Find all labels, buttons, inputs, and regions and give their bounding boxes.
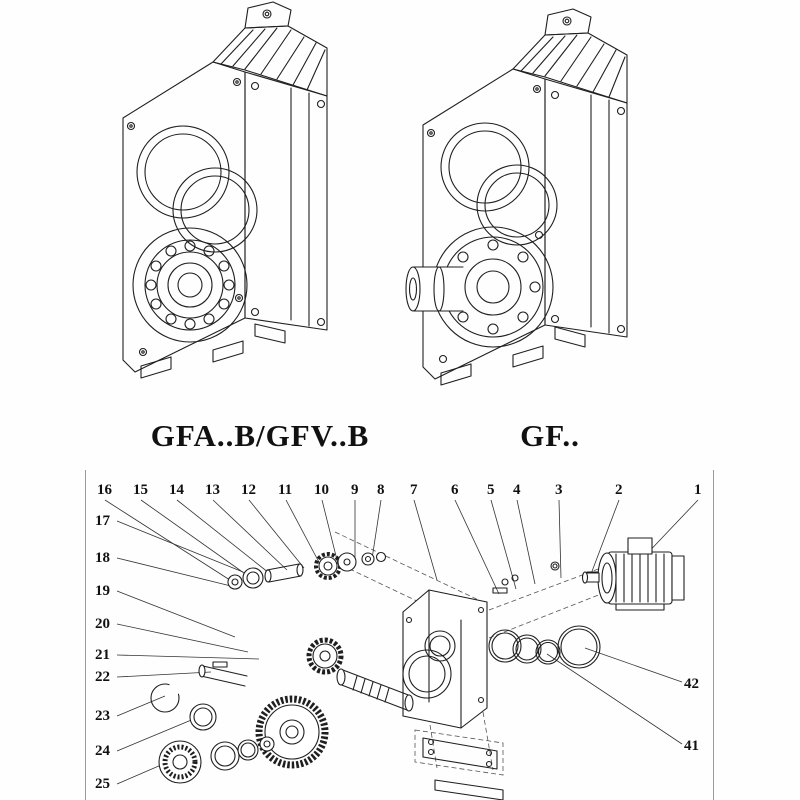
callout-15: 15 [133,482,148,498]
callout-22: 22 [95,669,110,685]
leader-lines [104,499,699,785]
callout-17: 17 [95,513,110,529]
output-shaft [405,266,464,312]
page-frame-left [85,470,86,800]
callout-13: 13 [205,482,220,498]
callout-19: 19 [95,583,110,599]
callout-5: 5 [487,482,495,498]
callout-1: 1 [694,482,702,498]
part-housing [402,589,488,729]
gearbox-drawing-left [122,1,328,379]
callout-18: 18 [95,550,110,566]
housing-top-chimney [244,1,292,29]
callout-14: 14 [169,482,184,498]
output-bearing [132,227,248,343]
output-flange [432,226,554,348]
callout-41: 41 [684,738,699,754]
gear-bores [440,122,558,246]
part-bearing-set [150,683,275,784]
callout-7: 7 [410,482,418,498]
callout-23: 23 [95,708,110,724]
callout-24: 24 [95,743,110,759]
housing-side-panel [244,71,328,331]
part-big-gear [255,695,329,769]
callout-11: 11 [278,482,293,498]
part-small-gear-set [227,551,387,590]
callout-3: 3 [555,482,563,498]
callout-8: 8 [377,482,385,498]
part-gasket-plates [422,737,504,800]
exploded-parts-diagram [104,499,699,800]
part-oring-set [488,625,601,669]
mounting-feet [440,326,586,386]
housing-front-face [122,61,246,373]
part-input-shaft [198,637,414,712]
figure-caption-right: GF.. [520,418,580,453]
callout-9: 9 [351,482,359,498]
figure-caption-left: GFA..B/GFV..B [150,418,370,453]
gearbox-figure-gfab [95,0,395,405]
callout-6: 6 [451,482,459,498]
callout-4: 4 [513,482,521,498]
callout-2: 2 [615,482,623,498]
mounting-feet [140,323,286,379]
page-frame-right [713,470,714,800]
gear-bores [136,125,258,253]
housing-top-ribs [212,25,328,97]
callout-42: 42 [684,676,699,692]
gearbox-drawing-right [405,8,628,386]
callout-25: 25 [95,776,110,792]
callout-12: 12 [241,482,256,498]
callout-10: 10 [314,482,329,498]
callout-21: 21 [95,647,110,663]
housing-side-panel [544,78,628,338]
callout-20: 20 [95,616,110,632]
housing-top-ribs [512,32,628,104]
housing-front-face [422,68,546,380]
callout-16: 16 [97,482,112,498]
gearbox-figure-gf [405,5,705,410]
part-motor [581,537,685,611]
housing-top-chimney [544,8,592,36]
